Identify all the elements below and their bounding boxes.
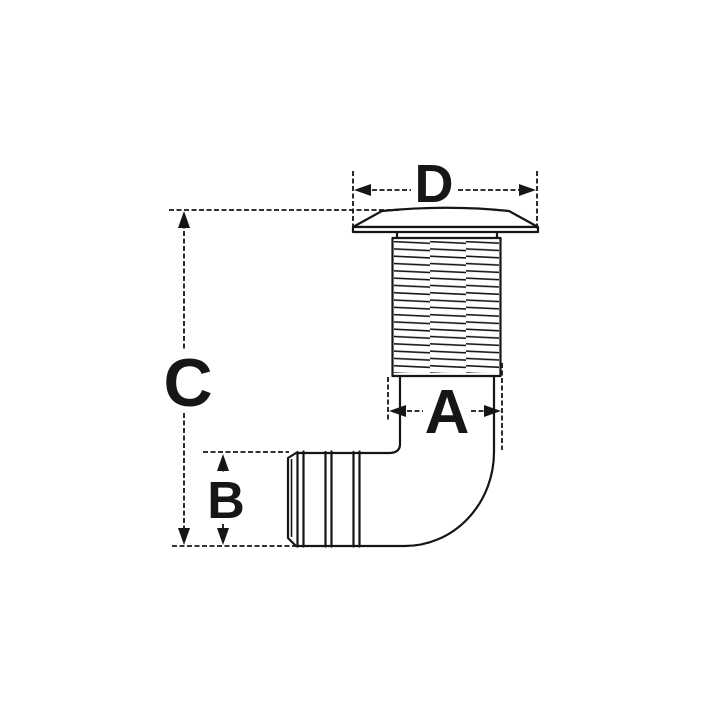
dimension-label-b: B	[207, 472, 245, 530]
shank-left-edge	[387, 374, 402, 455]
head-flange	[351, 225, 540, 234]
elbow-outer-curve	[403, 450, 496, 548]
dim-b-arrow-down-icon	[217, 528, 229, 545]
dim-c-arrow-down-icon	[178, 528, 190, 545]
dim-b-arrow-up-icon	[217, 454, 229, 471]
dimension-d: D	[352, 154, 538, 231]
dim-a-arrow-left-icon	[389, 405, 406, 417]
dimension-a: A	[387, 363, 503, 450]
fitting-outline	[286, 206, 540, 548]
dimension-label-c: C	[163, 345, 212, 421]
dim-d-arrow-left-icon	[354, 184, 371, 196]
dimension-c: C	[163, 209, 400, 547]
dimension-label-a: A	[425, 378, 470, 447]
dim-d-arrow-right-icon	[519, 184, 536, 196]
dimension-label-d: D	[415, 154, 454, 214]
barb-endcap	[286, 451, 298, 548]
dimension-b: B	[203, 451, 289, 545]
dim-c-arrow-up-icon	[178, 211, 190, 228]
dim-a-arrow-right-icon	[484, 405, 501, 417]
thread-texture	[394, 241, 499, 373]
